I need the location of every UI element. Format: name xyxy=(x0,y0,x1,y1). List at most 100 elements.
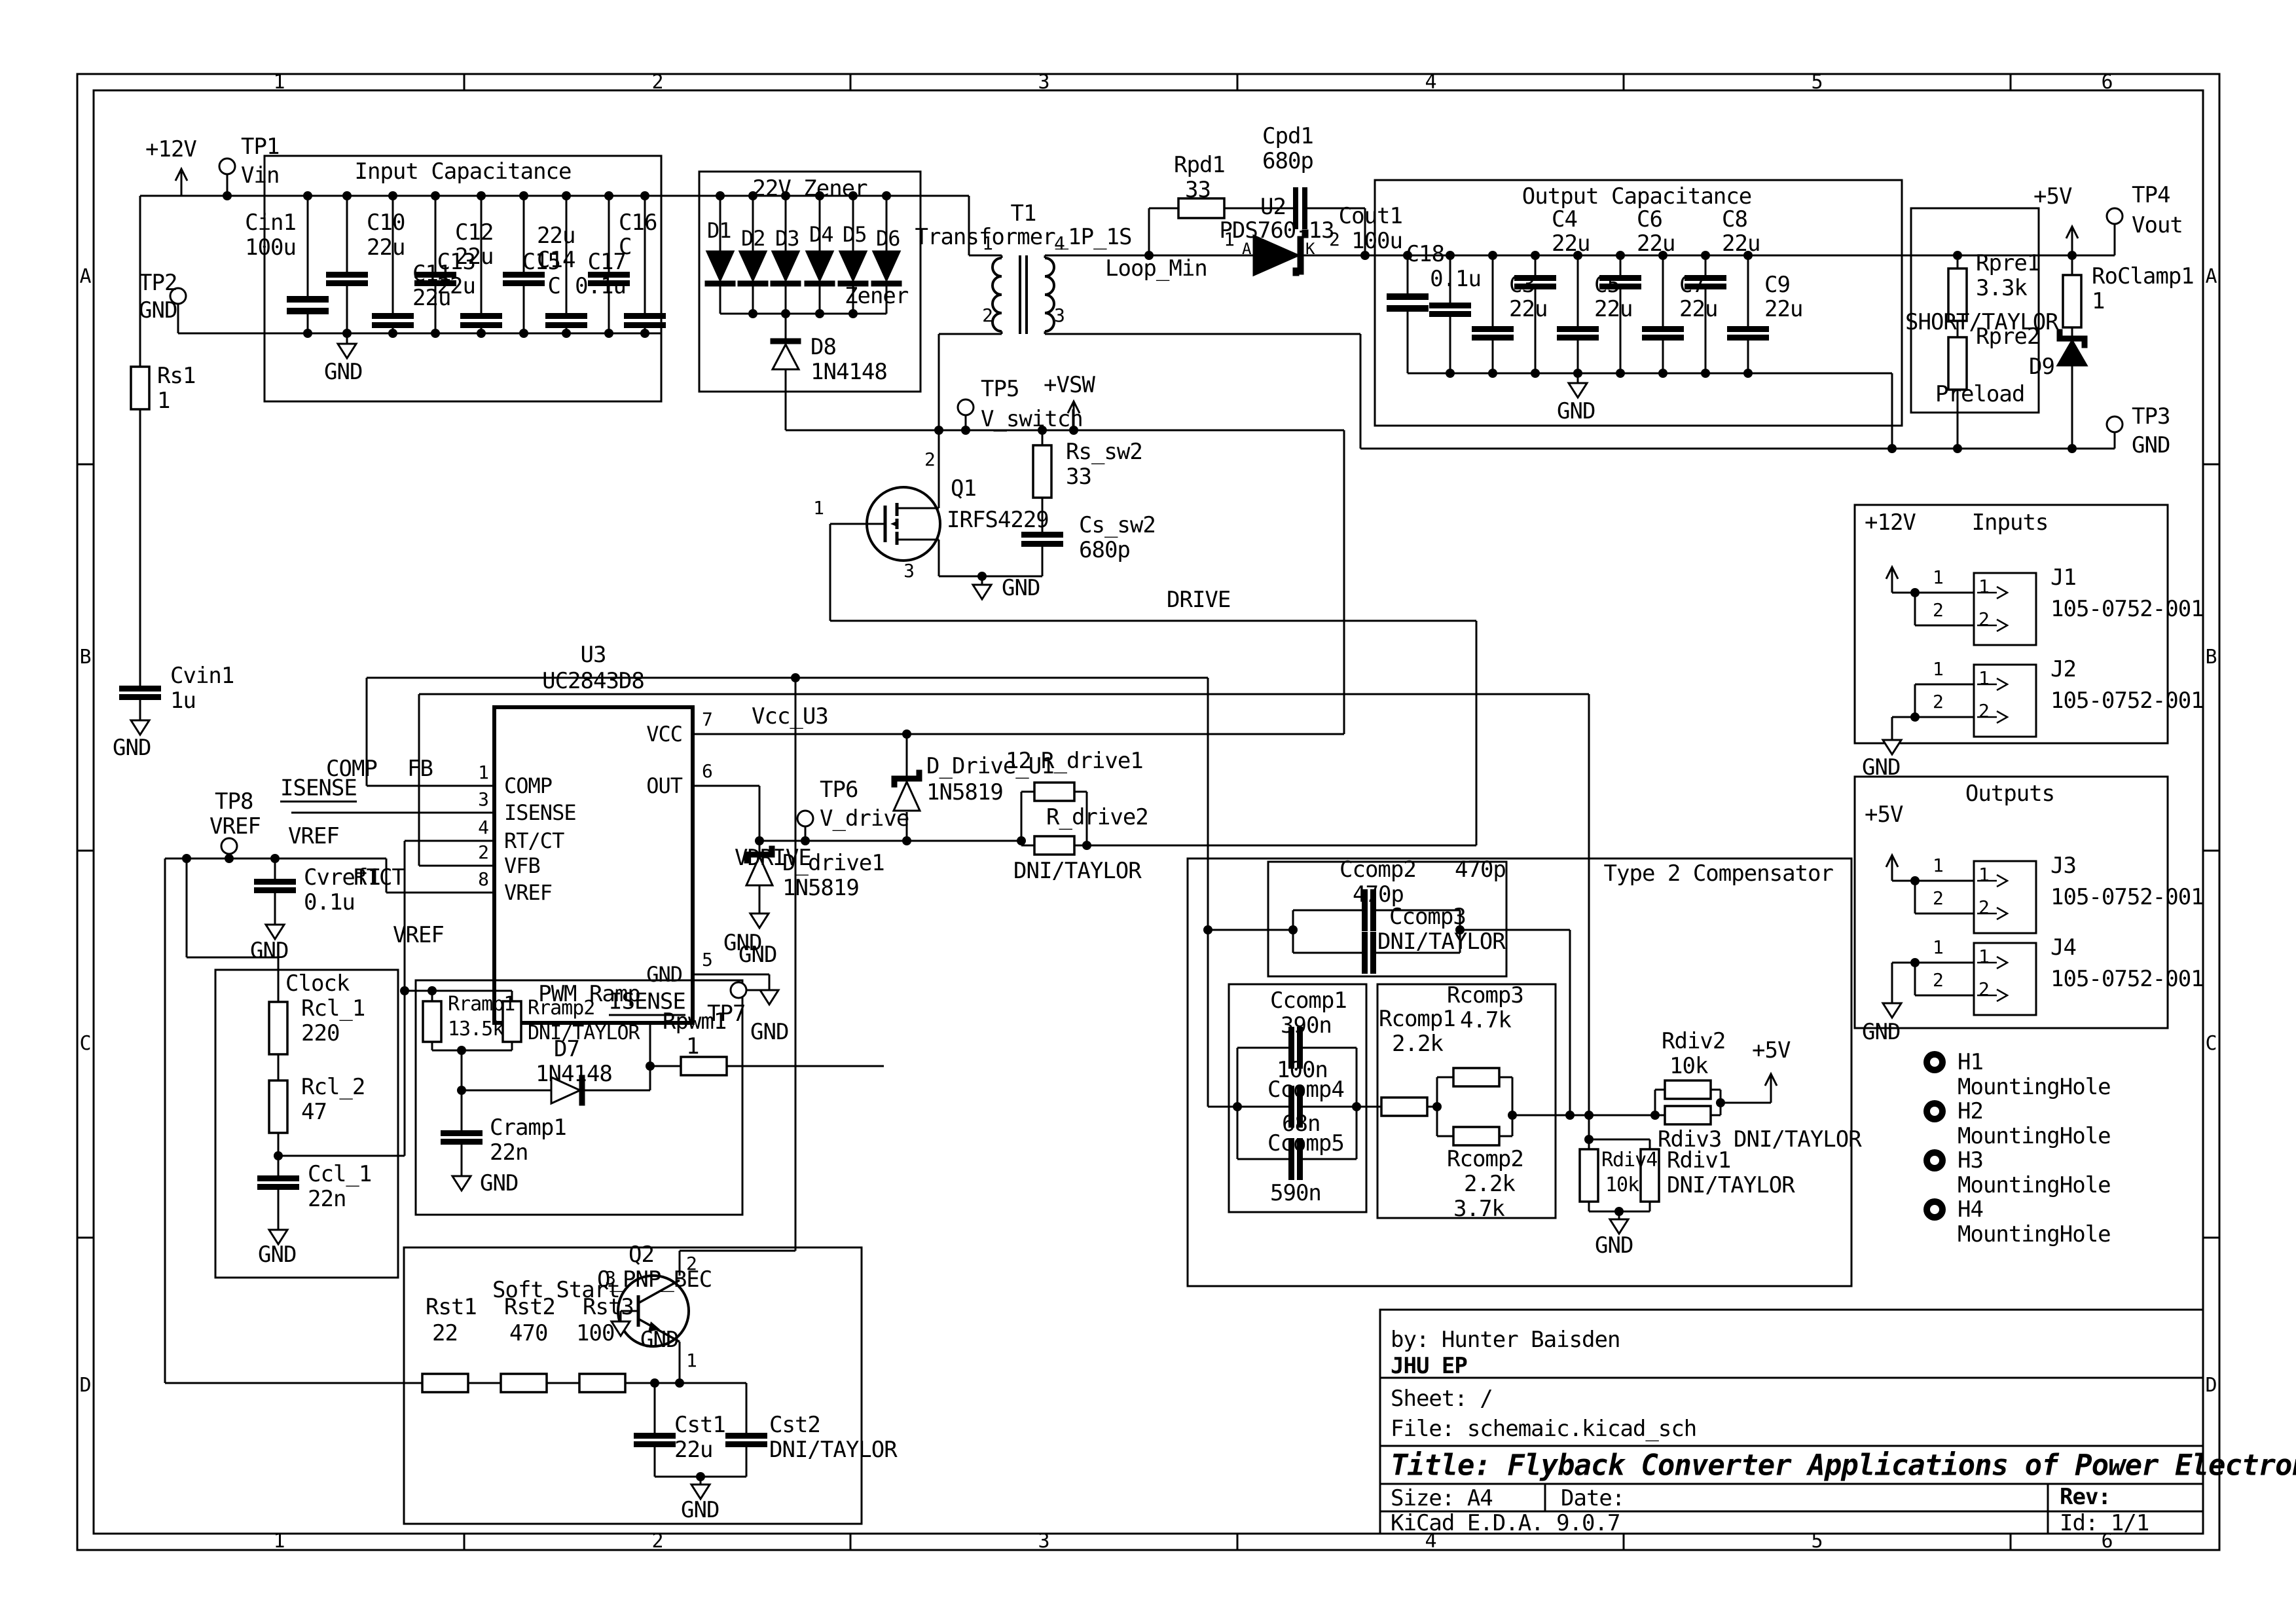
roclamp1 xyxy=(2062,274,2083,329)
net-12v: +12V xyxy=(145,136,197,162)
schematic-label: 1N4148 xyxy=(536,1061,613,1087)
junction-dot xyxy=(1953,251,1962,260)
junction-dot xyxy=(1446,251,1455,260)
power-arrows xyxy=(174,166,2079,1086)
resistors xyxy=(130,197,2083,1393)
schematic-label: MountingHole xyxy=(1958,1123,2111,1149)
schematic-label: 33 xyxy=(1066,464,1092,490)
schematic-label: C18 xyxy=(1406,241,1445,267)
rcl-1 xyxy=(268,1001,289,1056)
junction-dot xyxy=(1616,369,1625,378)
junction-dot xyxy=(604,329,613,338)
schematic-label: 47 xyxy=(301,1099,327,1125)
schematic-label: C9 xyxy=(1764,272,1791,298)
schematic-label: 105-0752-001 xyxy=(2050,596,2204,622)
schematic-label: C13 xyxy=(437,249,476,275)
schematic-label: C16 xyxy=(619,210,657,236)
junction-dot xyxy=(1233,1102,1242,1111)
u2-diode xyxy=(1252,234,1301,277)
schematic-label: PDS760-13 xyxy=(1219,217,1334,244)
net-vsw: +VSW xyxy=(1044,372,1095,398)
titleblock-rev: Rev: xyxy=(2060,1484,2111,1510)
schematic-label: 2 xyxy=(1978,896,1990,918)
schematic-label: 220 xyxy=(301,1020,340,1046)
border-row-a-left: A xyxy=(79,265,91,288)
block-title-outputs: Outputs xyxy=(1965,781,2055,807)
net-fb: FB xyxy=(407,756,433,782)
titleblock-sheet: Sheet: / xyxy=(1391,1386,1493,1412)
tp6-pad xyxy=(796,809,814,828)
schematic-label: D7 xyxy=(554,1036,580,1062)
schematic-label: Rcl_2 xyxy=(301,1074,365,1100)
schematic-label: 22u xyxy=(1764,296,1803,322)
schematic-label: DNI/TAYLOR xyxy=(1734,1126,1862,1153)
schematic-label: 4 xyxy=(478,817,489,838)
schematic-label: 3 xyxy=(903,560,915,581)
junction-dot xyxy=(815,191,824,200)
schematic-label: 100n xyxy=(1277,1057,1328,1083)
junction-dot xyxy=(1531,251,1540,260)
schematic-label: 1 xyxy=(478,762,489,783)
schematic-label: 3 xyxy=(605,1267,616,1289)
junction-dot xyxy=(1650,1111,1660,1120)
rpre1 xyxy=(1947,267,1968,322)
q2-body xyxy=(617,1274,690,1348)
rpd1 xyxy=(1177,197,1226,219)
junction-dot xyxy=(1446,369,1455,378)
schematic-label: D4 xyxy=(809,222,834,247)
schematic-label: 1 xyxy=(1978,576,1990,597)
junction-dot xyxy=(1352,1102,1361,1111)
schematic-label: 2.2k xyxy=(1392,1031,1444,1057)
schematic-label: 1 xyxy=(157,388,171,414)
junction-dot xyxy=(1573,251,1582,260)
junction-dot xyxy=(562,191,571,200)
schematic-label: 1 xyxy=(1933,566,1944,588)
schematic-label: 10k xyxy=(1669,1053,1708,1079)
schematic-label: 1 xyxy=(1978,946,1990,967)
junction-dot xyxy=(934,426,943,435)
schematic-label: 1N5819 xyxy=(926,779,1004,805)
schematic-label: Rs1 xyxy=(157,363,196,389)
schematic-label: 1 xyxy=(1978,667,1990,689)
schematic-label: Cramp1 xyxy=(490,1115,567,1141)
schematic-label: D9 xyxy=(2029,354,2055,380)
junction-dot xyxy=(1910,712,1920,722)
schematic-label: 8 xyxy=(478,868,489,890)
schematic-label: D_Drive_U1 xyxy=(926,753,1055,779)
junction-dot xyxy=(477,191,486,200)
junction-dot xyxy=(1887,444,1897,453)
schematic-label: IRFS4229 xyxy=(947,507,1049,533)
junction-dot xyxy=(1082,841,1091,850)
junction-dot xyxy=(1614,1207,1624,1216)
schematic-label: 22u xyxy=(1722,231,1760,257)
schematic-label: Cin1 xyxy=(245,210,297,236)
schematic-label: 2 xyxy=(478,841,489,863)
tp8-pad xyxy=(220,837,238,855)
schematic-label: D_drive1 xyxy=(782,850,885,876)
rst2 xyxy=(500,1373,548,1393)
schematic-label: Rcl_1 xyxy=(301,995,365,1022)
schematic-label: SHORT/TAYLOR xyxy=(1905,309,2059,335)
schematic-label: GND xyxy=(480,1170,519,1196)
sheet-border xyxy=(76,73,2221,1551)
junction-dot xyxy=(270,854,280,863)
net-rtct: RTCT xyxy=(354,864,405,891)
junction-dot xyxy=(650,1378,659,1388)
box-soft-start xyxy=(403,1246,863,1525)
schematic-label: 2 xyxy=(1978,608,1990,630)
j2: J2 xyxy=(2050,656,2077,682)
schematic-label: C11 xyxy=(412,261,451,287)
junction-dot xyxy=(2068,251,2077,260)
schematic-label: A xyxy=(1242,240,1251,258)
schematic-label: OUT xyxy=(646,773,683,798)
rpwm1 xyxy=(680,1056,728,1077)
schematic-label: 22u xyxy=(412,285,451,311)
box-rcomp-bank xyxy=(1376,983,1557,1219)
titleblock-date: Date: xyxy=(1561,1485,1625,1511)
tp1-pad xyxy=(218,157,236,175)
schematic-label: Rcomp2 xyxy=(1447,1146,1524,1172)
schematic-label: Rst3 xyxy=(583,1294,634,1320)
transistors xyxy=(617,486,941,1348)
schematic-label: C xyxy=(547,273,562,299)
schematic-label: 1 xyxy=(1933,658,1944,680)
